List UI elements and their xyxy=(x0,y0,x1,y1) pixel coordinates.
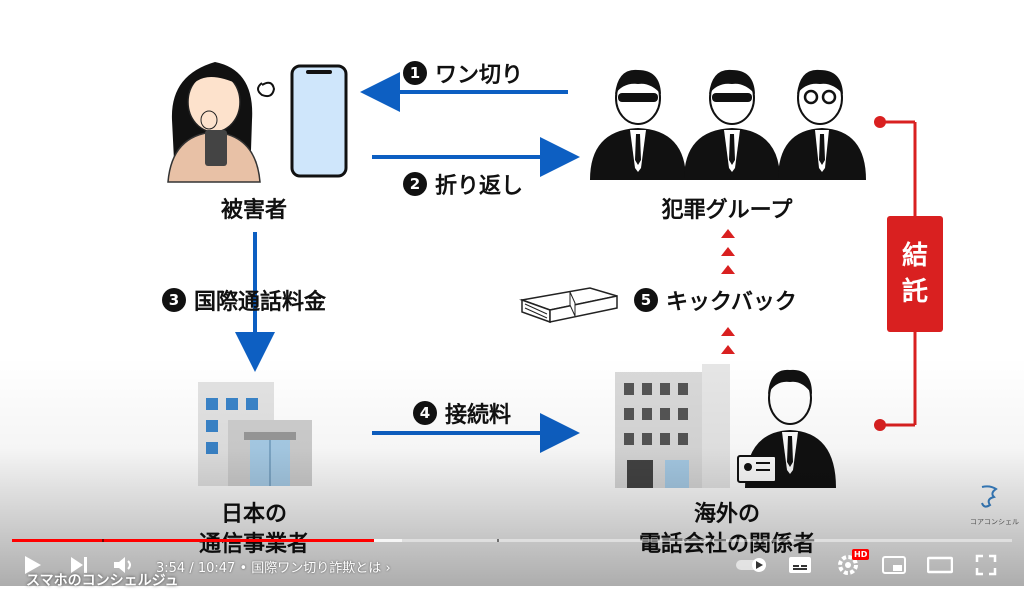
carrier-label-line1: 日本の xyxy=(220,502,288,527)
duration: 10:47 xyxy=(197,561,236,576)
victim-label: 被害者 xyxy=(220,198,288,223)
fullscreen-icon[interactable] xyxy=(972,552,1000,578)
overseas-label: 海外の 電話会社の関係者 xyxy=(639,500,815,560)
overseas-label-line2: 電話会社の関係者 xyxy=(638,532,816,557)
time-separator: / xyxy=(189,561,198,576)
chevron-right-icon[interactable]: › xyxy=(385,561,391,576)
step-2-label: 2 折り返し xyxy=(403,168,523,200)
volume-icon[interactable] xyxy=(110,552,138,578)
kickback-arrow xyxy=(721,229,735,354)
chapter-marker xyxy=(497,539,499,542)
chapter-marker xyxy=(102,539,104,542)
step-5-text: キックバック xyxy=(666,290,797,315)
time-display: 3:54 / 10:47 • 国際ワン切り詐欺とは › xyxy=(156,557,391,576)
overseas-label-line1: 海外の xyxy=(693,502,761,527)
step-3-label: 3 国際通話料金 xyxy=(162,284,326,316)
carrier-label: 日本の 通信事業者 xyxy=(199,500,309,560)
criminal-group-illustration xyxy=(590,69,866,180)
subtitles-icon[interactable] xyxy=(786,552,814,578)
conspiracy-char-1: 結 xyxy=(901,241,928,271)
autoplay-toggle-icon[interactable] xyxy=(734,552,770,578)
conspiracy-char-2: 託 xyxy=(901,277,928,307)
play-icon[interactable] xyxy=(18,552,46,578)
channel-watermark-logo xyxy=(981,485,998,508)
progress-bar[interactable] xyxy=(12,539,1012,542)
theater-mode-icon[interactable] xyxy=(926,552,954,578)
channel-name[interactable]: スマホのコンシェルジュ xyxy=(26,573,179,589)
step-5-number: 5 xyxy=(634,288,658,312)
criminal-group-label: 犯罪グループ xyxy=(661,198,793,223)
chapter-bullet: • xyxy=(239,561,252,576)
cash-bundle-icon xyxy=(519,287,618,324)
overseas-building-illustration xyxy=(615,364,836,488)
step-3-number: 3 xyxy=(162,288,186,312)
settings-gear-icon[interactable] xyxy=(834,552,862,578)
smartphone-illustration xyxy=(290,64,348,178)
carrier-label-line2: 通信事業者 xyxy=(198,532,310,557)
step-1-label: 1 ワン切り xyxy=(403,57,523,89)
step-1-number: 1 xyxy=(403,61,427,85)
step-2-number: 2 xyxy=(403,172,427,196)
chapter-title[interactable]: 国際ワン切り詐欺とは xyxy=(251,561,382,576)
player-controls: 3:54 / 10:47 • 国際ワン切り詐欺とは › スマホのコンシェルジュ … xyxy=(0,530,1024,589)
victim-illustration xyxy=(167,62,276,183)
step-4-number: 4 xyxy=(413,401,437,425)
step-3-text: 国際通話料金 xyxy=(194,290,327,315)
step-4-text: 接続料 xyxy=(445,403,512,428)
current-time: 3:54 xyxy=(156,561,186,576)
carrier-building-illustration xyxy=(198,382,312,486)
step-1-text: ワン切り xyxy=(435,63,524,88)
hd-badge: HD xyxy=(852,549,870,560)
next-icon[interactable] xyxy=(66,552,94,578)
step-4-label: 4 接続料 xyxy=(413,397,511,429)
progress-played xyxy=(12,539,374,542)
step-2-text: 折り返し xyxy=(435,174,524,199)
step-5-label: 5 キックバック xyxy=(634,284,797,316)
miniplayer-icon[interactable] xyxy=(880,552,908,578)
conspiracy-box: 結 託 xyxy=(887,216,943,332)
channel-watermark-text: コアコンシェル xyxy=(970,518,1019,526)
